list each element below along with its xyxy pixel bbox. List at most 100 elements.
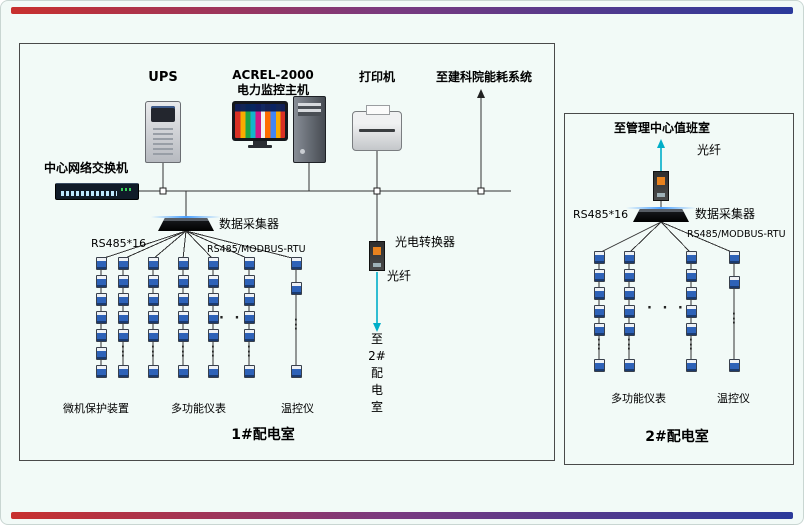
vertical-ellipsis: ··· — [211, 342, 215, 362]
bottom-accent-bar — [11, 512, 793, 519]
meter-icon — [96, 347, 107, 360]
meter-icon — [291, 282, 302, 295]
meter-icon — [148, 311, 159, 324]
pc-tower-icon — [293, 96, 326, 163]
meter-icon — [686, 269, 697, 282]
meter-icon — [291, 257, 302, 270]
room2-box — [564, 113, 794, 465]
switch-label: 中心网络交换机 — [43, 161, 128, 175]
meter-icon — [208, 329, 219, 342]
fiber-label: 光纤 — [387, 269, 412, 283]
protection-label: 微机保护装置 — [63, 402, 129, 415]
meter-icon — [208, 275, 219, 288]
meter-icon — [208, 311, 219, 324]
rs485-label: RS485*16 — [573, 208, 629, 221]
top-accent-bar — [11, 7, 793, 14]
meter-icon — [118, 365, 129, 378]
meter-icon — [244, 329, 255, 342]
junction-node — [159, 187, 167, 195]
multifunction-meter-label: 多功能仪表 — [611, 392, 666, 405]
temp-controller-label: 温控仪 — [281, 402, 314, 415]
host-label-line1: ACREL-2000 — [232, 68, 314, 82]
monitor-stand — [253, 141, 267, 145]
to-room2-label: 至 2# 配 电 室 — [368, 332, 386, 414]
room1-title: 1#配电室 — [231, 427, 295, 443]
meter-icon — [594, 305, 605, 318]
converter-label: 光电转换器 — [395, 235, 456, 249]
meter-icon — [96, 365, 107, 378]
meter-icon — [624, 323, 635, 336]
fiber-label: 光纤 — [697, 143, 722, 157]
meter-icon — [244, 257, 255, 270]
meter-icon — [96, 311, 107, 324]
collector-glow — [626, 207, 696, 209]
meter-icon — [594, 359, 605, 372]
host-label-line2: 电力监控主机 — [236, 83, 309, 97]
meter-icon — [178, 311, 189, 324]
junction-node — [477, 187, 485, 195]
room1-box — [19, 43, 555, 461]
meter-icon — [148, 275, 159, 288]
meter-icon — [624, 287, 635, 300]
vertical-ellipsis: ··· — [151, 342, 155, 362]
meter-icon — [118, 311, 129, 324]
collector-glow — [151, 216, 221, 218]
meter-icon — [178, 329, 189, 342]
meter-icon — [729, 251, 740, 264]
meter-icon — [291, 365, 302, 378]
meter-icon — [686, 287, 697, 300]
junction-node — [373, 187, 381, 195]
fiber-up-arrowhead — [657, 139, 665, 148]
meter-icon — [96, 329, 107, 342]
monitor-host-icon — [232, 101, 288, 141]
up-arrowhead — [477, 89, 485, 98]
meter-icon — [686, 359, 697, 372]
printer-icon — [352, 105, 402, 151]
meter-icon — [244, 311, 255, 324]
meter-icon — [118, 329, 129, 342]
vertical-ellipsis: ··· — [732, 309, 736, 329]
multifunction-meter-label: 多功能仪表 — [171, 402, 226, 415]
meter-icon — [208, 365, 219, 378]
meter-icon — [594, 269, 605, 282]
meter-icon — [148, 329, 159, 342]
horizontal-ellipsis: · · · — [647, 301, 686, 316]
meter-icon — [624, 251, 635, 264]
modbus-label: RS485/MODBUS-RTU — [687, 229, 786, 240]
data-collector-icon — [158, 218, 214, 231]
meter-icon — [208, 293, 219, 306]
meter-icon — [118, 293, 129, 306]
collector-label: 数据采集器 — [219, 217, 280, 231]
meter-icon — [178, 257, 189, 270]
meter-icon — [244, 293, 255, 306]
meter-icon — [118, 275, 129, 288]
meter-icon — [178, 293, 189, 306]
meter-icon — [729, 276, 740, 289]
vertical-ellipsis: ··· — [597, 335, 601, 355]
temp-controller-label: 温控仪 — [717, 392, 750, 405]
meter-icon — [624, 305, 635, 318]
meter-icon — [624, 359, 635, 372]
fiber-down-arrowhead — [373, 323, 381, 332]
meter-icon — [594, 323, 605, 336]
meter-icon — [96, 257, 107, 270]
rs485-label: RS485*16 — [91, 237, 147, 250]
meter-icon — [208, 257, 219, 270]
meter-icon — [624, 269, 635, 282]
meter-icon — [148, 365, 159, 378]
meter-icon — [686, 323, 697, 336]
fiber-converter-icon — [369, 241, 385, 271]
monitor-screen — [235, 104, 285, 138]
meter-icon — [96, 293, 107, 306]
meter-icon — [96, 275, 107, 288]
meter-icon — [178, 365, 189, 378]
vertical-ellipsis: ··· — [247, 342, 251, 362]
vertical-ellipsis: ··· — [294, 315, 298, 335]
fiber-converter-icon — [653, 171, 669, 201]
vertical-ellipsis: ··· — [181, 342, 185, 362]
data-collector-icon — [633, 209, 689, 222]
meter-icon — [148, 293, 159, 306]
meter-icon — [244, 365, 255, 378]
meter-icon — [594, 251, 605, 264]
